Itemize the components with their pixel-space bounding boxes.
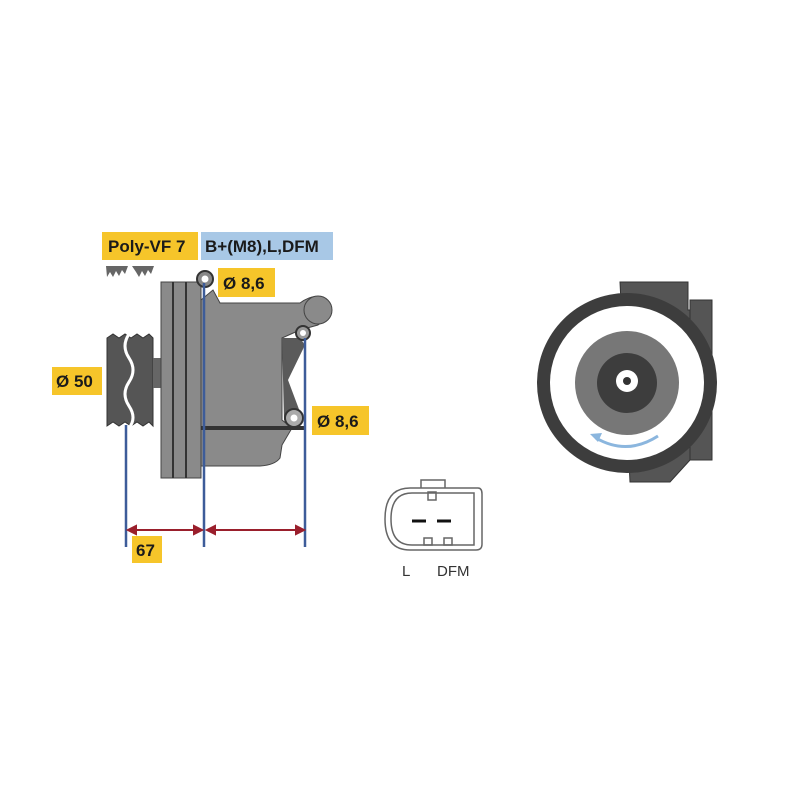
- pin-label-l: L: [402, 563, 410, 580]
- pulley: [106, 333, 161, 429]
- front-flange: [160, 281, 202, 479]
- label-connections: B+(M8),L,DFM: [201, 232, 333, 260]
- belt-profile-icon: [106, 266, 154, 277]
- dimension-arrows: [125, 524, 307, 536]
- label-pulley-diameter: Ø 50: [52, 367, 102, 395]
- alternator-side-view: [106, 266, 333, 547]
- alternator-end-view: [537, 281, 717, 483]
- svg-text:B+(M8),L,DFM: B+(M8),L,DFM: [205, 237, 319, 256]
- label-hole-bottom: Ø 8,6: [312, 406, 369, 435]
- dimension-lines: [124, 283, 307, 547]
- label-belt-profile: Poly-VF 7: [102, 232, 198, 260]
- svg-text:Ø 8,6: Ø 8,6: [223, 274, 265, 293]
- label-hole-top: Ø 8,6: [218, 268, 275, 297]
- svg-text:Ø 8,6: Ø 8,6: [317, 412, 359, 431]
- connector-plug: [384, 479, 483, 551]
- rotation-arrow-icon: [595, 434, 659, 448]
- svg-text:Ø 50: Ø 50: [56, 372, 93, 391]
- label-offset: 67: [132, 536, 162, 563]
- svg-text:67: 67: [136, 541, 155, 560]
- pin-label-dfm: DFM: [437, 563, 470, 580]
- svg-text:Poly-VF 7: Poly-VF 7: [108, 237, 185, 256]
